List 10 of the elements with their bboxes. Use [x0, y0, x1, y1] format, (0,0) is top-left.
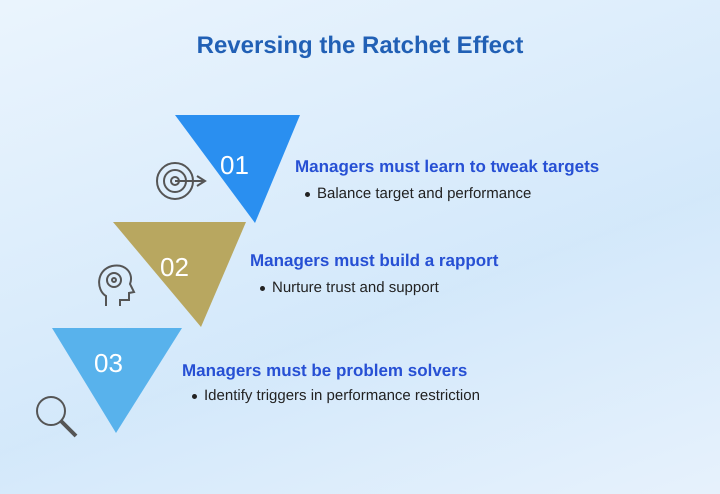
step-number: 03 [94, 348, 123, 379]
bullet-point: Identify triggers in performance restriction [192, 387, 480, 404]
step-heading: Managers must learn to tweak targets [295, 157, 600, 177]
title: Reversing the Ratchet Effect [196, 32, 524, 60]
bullet-point: Balance target and performance [305, 185, 532, 202]
step-heading: Managers must be problem solvers [182, 361, 468, 381]
step-number: 01 [220, 150, 249, 181]
step-heading: Managers must build a rapport [250, 251, 498, 271]
bullet-point: Nurture trust and support [260, 279, 439, 296]
step-number: 02 [160, 252, 189, 283]
